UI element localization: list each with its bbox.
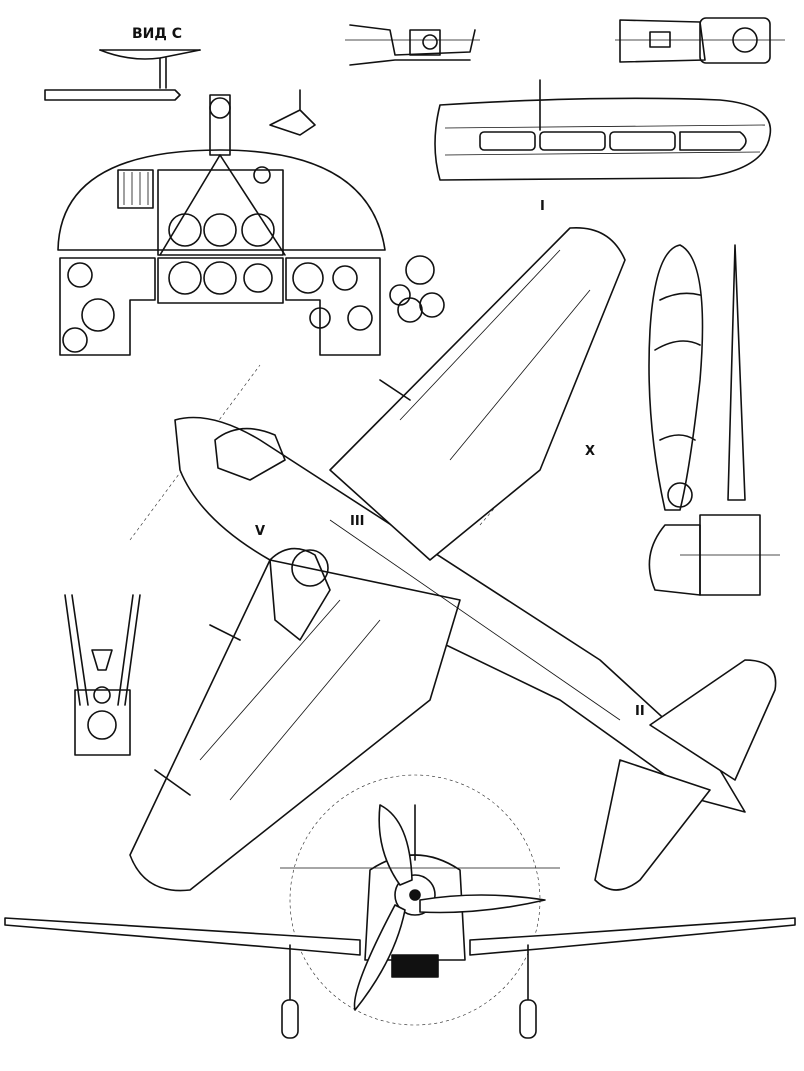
marker-II: II	[635, 704, 645, 719]
marker-X: X	[585, 444, 595, 459]
hinge-detail	[615, 17, 785, 64]
instrument-cluster	[389, 255, 445, 323]
front-view	[4, 774, 796, 1039]
canopy-latch-detail	[345, 24, 480, 66]
propeller-blade-detail	[648, 244, 780, 596]
landing-gear-detail	[64, 594, 141, 756]
plan-view	[129, 227, 777, 892]
view-c-detail: ВИД С	[44, 26, 201, 101]
section-markers: I X III V II	[255, 199, 645, 719]
marker-I: I	[540, 199, 545, 214]
radiator-fairing-detail	[434, 79, 772, 181]
marker-V: V	[255, 524, 265, 539]
instrument-panel	[57, 89, 386, 356]
view-c-label: ВИД С	[132, 26, 182, 42]
marker-III: III	[350, 514, 365, 529]
